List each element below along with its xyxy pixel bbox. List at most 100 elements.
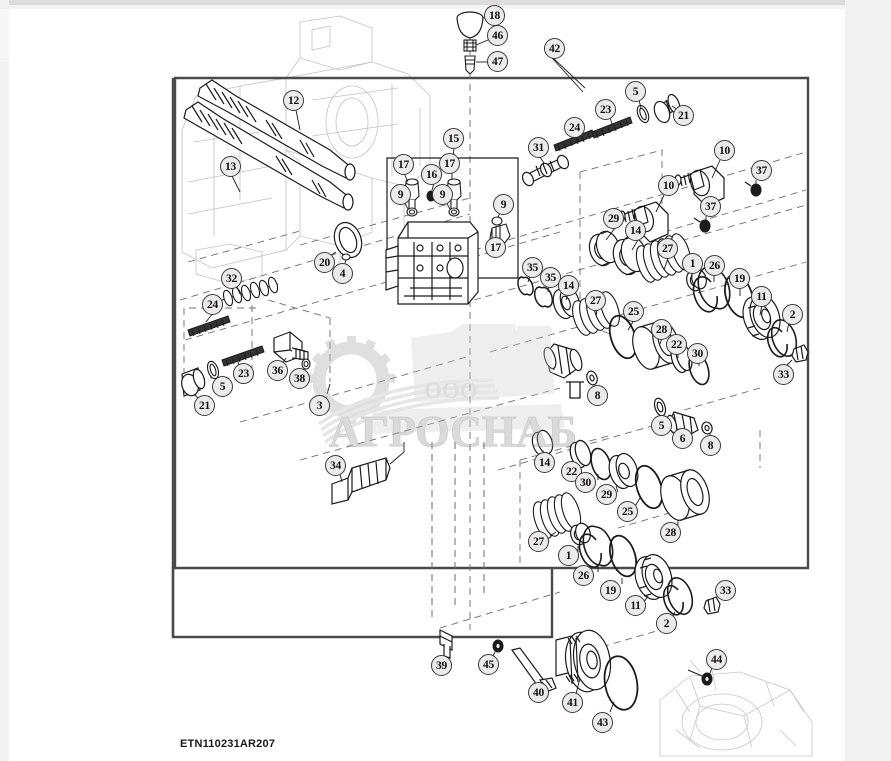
callout-39: 39 (431, 655, 452, 676)
part-29-hub-upper (588, 230, 621, 267)
callout-15: 15 (443, 128, 464, 149)
callout-23: 23 (595, 99, 616, 120)
callout-21: 21 (673, 105, 694, 126)
diagram-frame-border (171, 76, 810, 639)
callout-27: 27 (585, 290, 606, 311)
callout-8: 8 (700, 435, 721, 456)
callout-29: 29 (603, 208, 624, 229)
callout-13: 13 (220, 156, 241, 177)
callout-8: 8 (587, 385, 608, 406)
callout-47: 47 (487, 51, 508, 72)
callout-9: 9 (390, 184, 411, 205)
part-15-valve-block (385, 221, 479, 305)
callout-14: 14 (625, 220, 646, 241)
callout-30: 30 (575, 472, 596, 493)
part-31-coupler (521, 154, 570, 187)
callout-11: 11 (751, 286, 772, 307)
callout-10: 10 (714, 140, 735, 161)
callout-33: 33 (715, 580, 736, 601)
part-number-label: ETN110231AR207 (180, 738, 276, 750)
callout-44: 44 (706, 649, 727, 670)
part-u-bracket (566, 381, 584, 399)
callout-19: 19 (729, 268, 750, 289)
callout-5: 5 (625, 81, 646, 102)
part-38-washer (301, 358, 311, 370)
part-20-seal-ring (333, 221, 363, 259)
part-33-plug-lower (703, 596, 721, 615)
callout-31: 31 (528, 137, 549, 158)
callout-18: 18 (484, 5, 505, 26)
part-8-washer-a (586, 370, 598, 386)
callout-43: 43 (592, 712, 613, 733)
callout-40: 40 (528, 682, 549, 703)
callout-5: 5 (651, 415, 672, 436)
part-1-bushing-lower (570, 522, 591, 546)
part-9-washers (406, 207, 460, 217)
part-19-oring-lower (608, 534, 638, 578)
callout-27: 27 (528, 531, 549, 552)
callout-2: 2 (782, 304, 803, 325)
callout-5: 5 (212, 376, 233, 397)
callout-24: 24 (564, 117, 585, 138)
callout-6: 6 (672, 428, 693, 449)
callout-leaders-shafts (231, 109, 301, 193)
callout-17: 17 (485, 237, 506, 258)
callout-37: 37 (700, 196, 721, 217)
callout-17: 17 (439, 153, 460, 174)
part-2-snapring-upper (766, 319, 798, 358)
callout-24: 24 (202, 294, 223, 315)
callout-36: 36 (267, 360, 288, 381)
callout-20: 20 (314, 252, 335, 273)
callout-9: 9 (432, 184, 453, 205)
window-top-bar (0, 0, 891, 5)
callout-23: 23 (233, 363, 254, 384)
callout-17: 17 (393, 154, 414, 175)
callout-1: 1 (682, 253, 703, 274)
part-4-pin (341, 253, 351, 261)
left-chrome-notch (0, 9, 9, 58)
callout-3: 3 (309, 395, 330, 416)
callout-11: 11 (625, 595, 646, 616)
callout-26: 26 (704, 255, 725, 276)
callout-19: 19 (600, 580, 621, 601)
callout-46: 46 (487, 25, 508, 46)
callout-42: 42 (544, 38, 565, 59)
callout-41: 41 (562, 692, 583, 713)
watermark-company-text: АГРОСНАБ (329, 407, 577, 456)
part-2-snapring-lower (662, 577, 694, 616)
left-chrome-strip (0, 0, 9, 761)
callout-14: 14 (558, 275, 579, 296)
part-21-left-piston (181, 367, 206, 397)
part-8-washer-b (701, 421, 713, 435)
part-35-seal-b (533, 286, 554, 308)
right-chrome-strip (845, 0, 891, 761)
callout-25: 25 (617, 501, 638, 522)
part-33-plug-upper (791, 344, 809, 363)
callout-14: 14 (534, 452, 555, 473)
part-45-nut (492, 639, 504, 653)
swoosh-icon (317, 378, 500, 444)
callout-26: 26 (573, 565, 594, 586)
part-26-snapring-lower (578, 525, 614, 568)
callout-29: 29 (596, 484, 617, 505)
part-23-rod-top (591, 116, 633, 139)
callout-2: 2 (656, 613, 677, 634)
callout-10: 10 (658, 175, 679, 196)
callout-35: 35 (522, 257, 543, 278)
part-18-cap (456, 11, 484, 39)
part-8-seal-a (543, 343, 583, 379)
callout-37: 37 (751, 160, 772, 181)
watermark-agrosnab: ООО АГРОСНАБ (303, 318, 603, 458)
window-top-bar-shadow (0, 5, 891, 9)
callout-27: 27 (657, 238, 678, 259)
part-35-seal-a (517, 276, 534, 296)
part-24-left-spring (187, 315, 231, 337)
callout-22: 22 (666, 334, 687, 355)
callout-9: 9 (493, 194, 514, 215)
part-37-bolt-lower (693, 217, 711, 233)
part-42-pointer (552, 57, 586, 89)
construction-dashed-lines (179, 12, 807, 661)
callout-32: 32 (221, 268, 242, 289)
